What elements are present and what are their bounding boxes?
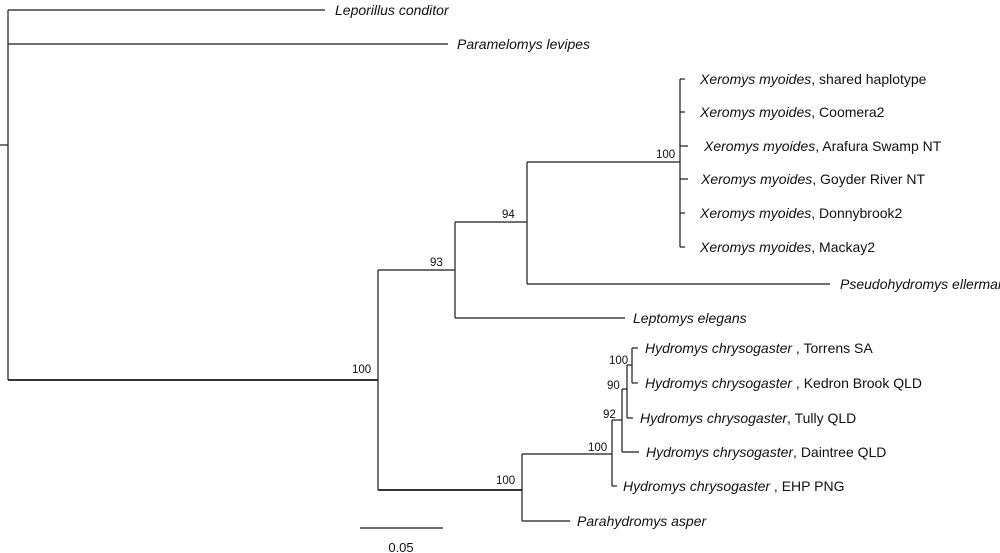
support-value-94: 94: [502, 209, 515, 221]
taxon-label-hydromys-torrens: Hydromys chrysogaster , Torrens SA: [645, 340, 873, 356]
taxon-label-hydromys-daintree: Hydromys chrysogaster, Daintree QLD: [646, 444, 886, 460]
taxon-label-hydromys-kedron: Hydromys chrysogaster , Kedron Brook QLD: [645, 375, 922, 391]
taxon-label-leptomys: Leptomys elegans: [633, 310, 747, 326]
support-value-92: 92: [603, 409, 616, 421]
taxon-label-xeromys-mackay: Xeromys myoides, Mackay2: [699, 239, 875, 255]
support-value-93: 93: [430, 257, 443, 269]
support-value-ingroup: 100: [352, 364, 371, 376]
taxon-label-xeromys-shared: Xeromys myoides, shared haplotype: [699, 71, 927, 87]
support-value-hydromys: 100: [588, 442, 607, 454]
support-value-xeromys: 100: [656, 149, 675, 161]
scale-bar-label: 0.05: [388, 540, 413, 553]
support-value-inner-100: 100: [609, 355, 628, 367]
taxon-label-pseudohydromys: Pseudohydromys ellermani: [840, 276, 1000, 292]
support-value-lower: 100: [496, 475, 515, 487]
taxon-label-xeromys-donnybrook: Xeromys myoides, Donnybrook2: [699, 205, 903, 221]
taxon-label-xeromys-goyder: Xeromys myoides, Goyder River NT: [700, 171, 926, 187]
taxon-label-leporillus: Leporillus conditor: [335, 2, 450, 18]
taxon-label-hydromys-ehp: Hydromys chrysogaster , EHP PNG: [623, 478, 844, 494]
taxon-label-parahydromys: Parahydromys asper: [577, 513, 708, 529]
taxon-label-xeromys-arafura: Xeromys myoides, Arafura Swamp NT: [703, 138, 942, 154]
support-value-90: 90: [607, 380, 620, 392]
taxon-label-paramelomys: Paramelomys levipes: [457, 36, 590, 52]
taxon-label-xeromys-coomera: Xeromys myoides, Coomera2: [699, 104, 885, 120]
taxon-label-hydromys-tully: Hydromys chrysogaster, Tully QLD: [640, 410, 856, 426]
